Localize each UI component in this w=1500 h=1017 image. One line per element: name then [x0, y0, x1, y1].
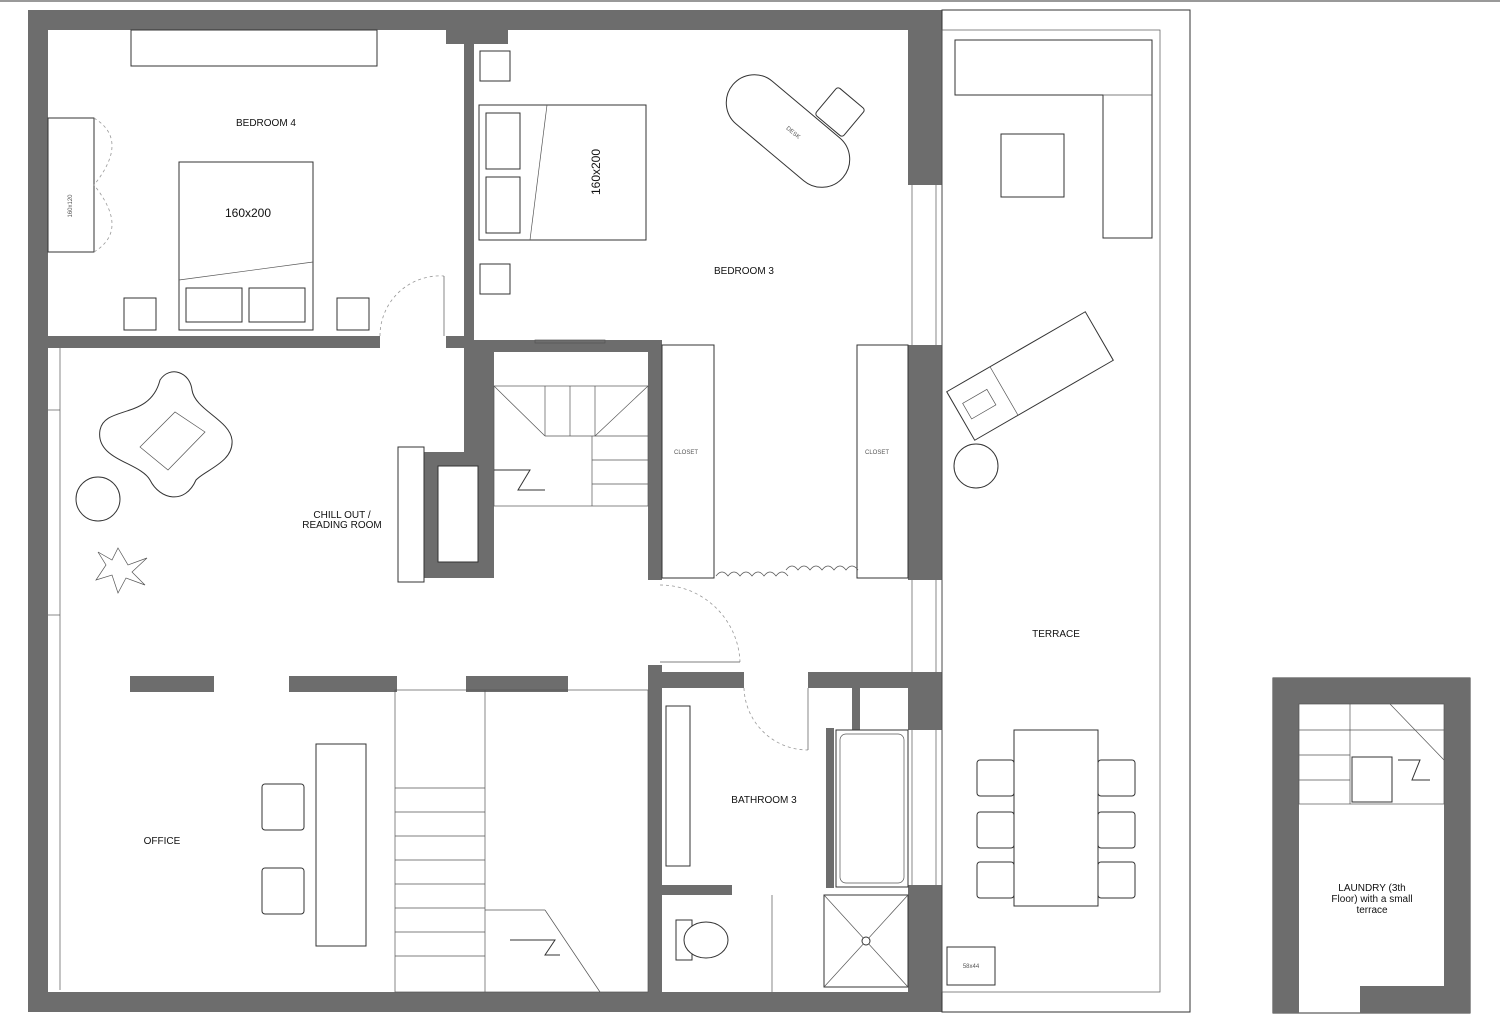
label-terrace: TERRACE: [1032, 629, 1080, 640]
label-laundry-line2: Floor) with a small: [1331, 894, 1412, 905]
label-office: OFFICE: [144, 836, 181, 847]
room-labels: BEDROOM 4 BEDROOM 3 CHILL OUT / READING …: [144, 118, 1413, 916]
label-bedroom4: BEDROOM 4: [236, 118, 296, 129]
closet-right-label: CLOSET: [865, 450, 889, 456]
label-laundry-line3: terrace: [1356, 905, 1388, 916]
terrace-chairs: [976, 759, 1136, 899]
bedroom4-furniture: [47, 29, 445, 337]
terrace: [941, 9, 1191, 1013]
label-bathroom3: BATHROOM 3: [731, 795, 797, 806]
door-swings: [659, 584, 809, 751]
furniture-labels: 160x200 160x200 160x120 DESK CLOSET CLOS…: [68, 126, 980, 970]
bed4-size-label: 160x200: [225, 206, 271, 220]
stairs: [394, 385, 649, 993]
wardrobe-size-label: 160x120: [68, 194, 74, 218]
bed3-size-label: 160x200: [589, 149, 603, 195]
terrace-box-label: 58x44: [963, 964, 980, 970]
chillout-furniture: [75, 371, 233, 594]
label-chillout-line1: CHILL OUT /: [313, 510, 370, 521]
outer-walls: [28, 10, 942, 1012]
label-bedroom3: BEDROOM 3: [714, 266, 774, 277]
label-laundry-line1: LAUNDRY (3th: [1338, 883, 1405, 894]
interior-walls: [48, 30, 942, 995]
closet-left-label: CLOSET: [674, 450, 698, 456]
laundry-building: [1272, 677, 1471, 1014]
windows: [48, 185, 937, 990]
bedroom3-furniture: [478, 50, 909, 579]
bathroom-furniture: [665, 705, 909, 992]
office-furniture: [261, 743, 367, 947]
label-chillout-line2: READING ROOM: [302, 520, 381, 531]
